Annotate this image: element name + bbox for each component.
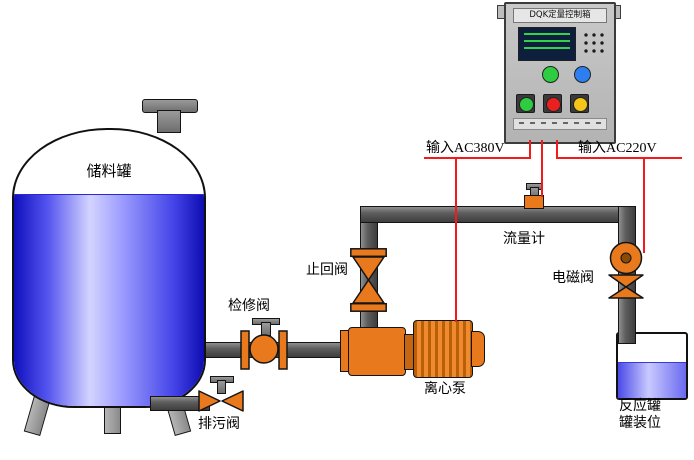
pump-casing bbox=[348, 327, 406, 376]
drain-valve-icon bbox=[198, 390, 244, 412]
check-valve-icon bbox=[350, 248, 387, 312]
lamp-base-left bbox=[516, 94, 535, 113]
terminal-label-marks bbox=[519, 122, 601, 124]
lamp-yellow bbox=[573, 97, 588, 112]
storage-tank-liquid bbox=[14, 194, 204, 406]
wire-ac220v-underline bbox=[556, 157, 682, 159]
indicator-light-green bbox=[542, 66, 559, 83]
maintenance-valve-icon bbox=[240, 330, 288, 370]
lamp-base-middle bbox=[543, 94, 562, 113]
lamp-base-right bbox=[570, 94, 589, 113]
keypad-buttons bbox=[580, 29, 606, 57]
indicator-light-blue bbox=[574, 66, 591, 83]
label-solenoid-valve: 电磁阀 bbox=[552, 271, 594, 286]
tank-nozzle-stem bbox=[157, 110, 181, 133]
label-maintenance-valve: 检修阀 bbox=[228, 299, 270, 314]
flow-meter-body bbox=[524, 195, 544, 209]
storage-tank: 储料罐 bbox=[12, 128, 206, 408]
control-box: DQK定量控制箱 bbox=[504, 2, 616, 144]
label-drain-valve: 排污阀 bbox=[198, 417, 240, 432]
label-reaction-tank: 反应罐 bbox=[619, 399, 661, 414]
wire-terminal-3 bbox=[556, 140, 558, 159]
wire-ac380v-underline bbox=[424, 157, 531, 159]
reaction-tank-liquid bbox=[618, 362, 686, 398]
reaction-tank bbox=[616, 332, 688, 400]
storage-tank-label: 储料罐 bbox=[86, 164, 132, 180]
pump-motor bbox=[413, 320, 473, 378]
control-box-title: DQK定量控制箱 bbox=[513, 8, 607, 23]
label-flow-meter: 流量计 bbox=[503, 232, 545, 247]
label-filling-station: 罐装位 bbox=[619, 416, 661, 431]
wire-flow-meter bbox=[541, 140, 543, 197]
label-check-valve: 止回阀 bbox=[306, 263, 348, 278]
label-input-ac220v: 输入AC220V bbox=[578, 141, 657, 156]
solenoid-valve-icon bbox=[608, 241, 644, 299]
top-pipe bbox=[360, 206, 636, 223]
wire-to-pump bbox=[455, 158, 457, 322]
label-input-ac380v: 输入AC380V bbox=[426, 141, 505, 156]
lcd-text-lines bbox=[524, 33, 570, 53]
wire-terminal-1 bbox=[529, 140, 531, 159]
lamp-red bbox=[546, 97, 561, 112]
lamp-green bbox=[519, 97, 534, 112]
drain-valve-stem bbox=[217, 380, 226, 394]
lcd-screen bbox=[518, 27, 576, 61]
wire-to-solenoid bbox=[643, 158, 645, 253]
pump-motor-cap bbox=[471, 331, 485, 367]
terminal-label-strip bbox=[513, 118, 607, 130]
label-centrifugal-pump: 离心泵 bbox=[424, 382, 466, 397]
